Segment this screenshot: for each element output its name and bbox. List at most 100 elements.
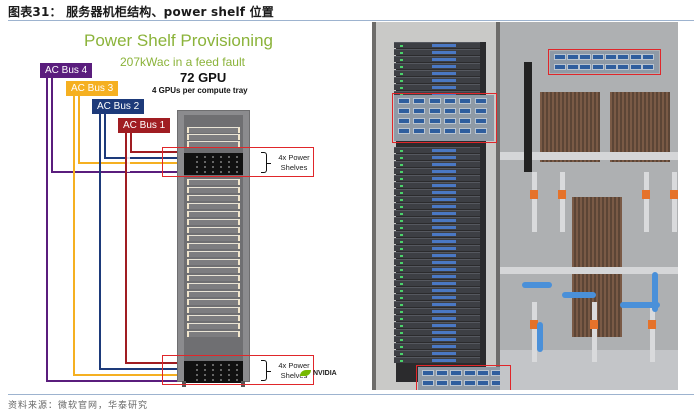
compute-tray (187, 219, 240, 225)
server-unit (394, 252, 480, 258)
server-unit (394, 161, 480, 167)
coolant-pipe (500, 152, 678, 160)
compute-tray (187, 235, 240, 241)
server-unit (394, 231, 480, 237)
power-shelf-port (236, 166, 238, 168)
blue-coolant-hose (522, 282, 552, 288)
server-unit (394, 287, 480, 293)
gpu-note: 4 GPUs per compute tray (152, 86, 248, 95)
label-line1: 4x Power (278, 361, 310, 370)
power-shelf-port (204, 364, 206, 366)
orange-valve (530, 190, 538, 199)
server-unit (394, 175, 480, 181)
power-shelf-port (228, 364, 230, 366)
compute-tray (187, 195, 240, 201)
power-shelf-unit (550, 51, 659, 73)
power-shelf-port (228, 166, 230, 168)
power-shelf-port (212, 379, 214, 381)
psu-module (604, 64, 617, 70)
valve-stem (672, 172, 677, 232)
psu-module (444, 98, 456, 104)
psu-module (422, 380, 434, 386)
bus2-wire-top (104, 114, 182, 159)
power-shelf-port (236, 379, 238, 381)
valve-stem (650, 302, 655, 362)
power-shelf-port (196, 161, 198, 163)
server-unit (394, 77, 480, 83)
photo-top-right-highlight (548, 49, 661, 75)
psu-module (591, 54, 604, 60)
power-shelf-port (204, 369, 206, 371)
server-unit (394, 70, 480, 76)
server-rack (177, 110, 250, 387)
top-power-shelf-highlight (162, 147, 314, 177)
orange-valve (642, 190, 650, 199)
power-shelf-port (196, 364, 198, 366)
psu-module (422, 370, 434, 376)
psu-module (629, 64, 642, 70)
bottom-power-shelf-highlight (162, 355, 314, 385)
coldplate-manifold (540, 92, 600, 162)
bus3-wire-bottom (73, 96, 182, 376)
server-unit (394, 168, 480, 174)
rack-photo (372, 22, 678, 390)
orange-valve (558, 190, 566, 199)
power-shelf-port (228, 379, 230, 381)
rack-interior (184, 115, 243, 383)
blue-coolant-hose (537, 322, 543, 352)
power-shelf-port (220, 161, 222, 163)
power-shelf-unit (418, 367, 509, 390)
server-unit (394, 42, 480, 48)
switch-tray (187, 134, 240, 140)
diagram-subtitle: 207kWac in a feed fault (120, 55, 245, 69)
psu-module (444, 108, 456, 114)
server-unit (394, 336, 480, 342)
psu-module (444, 128, 456, 134)
power-shelf-port (196, 171, 198, 173)
nvidia-wordmark: NVIDIA (313, 370, 337, 377)
server-unit (394, 301, 480, 307)
power-shelf-port (204, 166, 206, 168)
psu-module (604, 54, 617, 60)
psu-module (642, 64, 655, 70)
bus3-wire-top (78, 96, 182, 164)
server-unit (394, 357, 480, 363)
server-unit (394, 280, 480, 286)
valve-stem (592, 302, 597, 362)
psu-module (398, 98, 410, 104)
orange-valve (590, 320, 598, 329)
bus3-wires (73, 96, 182, 376)
server-unit (394, 217, 480, 223)
power-shelf-port (236, 369, 238, 371)
power-shelf-port (236, 364, 238, 366)
power-shelf-port (204, 171, 206, 173)
bottom-power-shelves-label: 4x Power Shelves (276, 361, 312, 381)
psu-module (617, 54, 630, 60)
power-shelf-port (220, 171, 222, 173)
psu-module (449, 380, 462, 386)
bus1-wire-bottom (125, 133, 182, 364)
server-unit (394, 210, 480, 216)
psu-module (474, 118, 487, 124)
valve-stem (644, 172, 649, 232)
server-unit (394, 329, 480, 335)
psu-module (398, 118, 410, 124)
valve-stem (532, 302, 537, 362)
coolant-pipe (500, 350, 678, 390)
power-shelf-port (220, 379, 222, 381)
server-unit (394, 350, 480, 356)
compute-tray (187, 179, 240, 185)
bus1-wires (125, 133, 182, 364)
psu-module (566, 64, 579, 70)
ac-bus-1-label: AC Bus 1 (118, 118, 171, 133)
server-unit (394, 245, 480, 251)
top-power-shelves-label: 4x Power Shelves (276, 153, 312, 173)
power-shelf-port (228, 374, 230, 376)
figure-source: 资料来源：微软官网，华泰研究 (8, 401, 149, 411)
bus4-wires (46, 78, 182, 382)
server-unit (394, 56, 480, 62)
compute-tray (187, 227, 240, 233)
server-unit (394, 182, 480, 188)
compute-tray (187, 323, 240, 329)
orange-valve (670, 190, 678, 199)
